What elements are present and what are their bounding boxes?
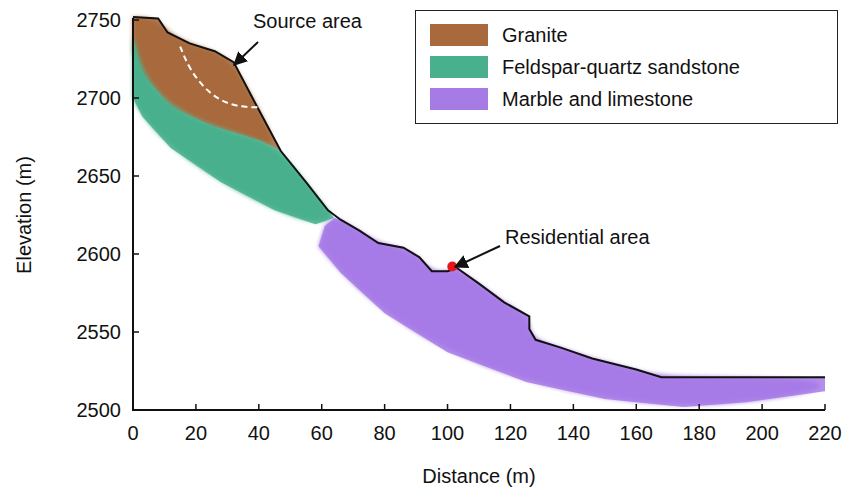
legend-swatch <box>430 88 488 110</box>
tick-label: 140 <box>557 422 590 444</box>
tick-label: 2750 <box>77 9 122 31</box>
legend-swatch <box>430 56 488 78</box>
legend-entry: Marble and limestone <box>430 83 837 115</box>
leader-arrow <box>234 42 258 65</box>
ground-profile <box>133 17 825 377</box>
axis-tick <box>761 404 763 410</box>
tick-label: 120 <box>494 422 527 444</box>
callout-label: Residential area <box>505 226 650 248</box>
tick-label: 220 <box>808 422 841 444</box>
axis-tick <box>258 404 260 410</box>
callout-label: Source area <box>253 10 362 32</box>
axis-line <box>133 18 825 410</box>
tick-label: 80 <box>374 422 396 444</box>
tick-label: 200 <box>745 422 778 444</box>
leader-arrow <box>455 246 500 267</box>
tick-label: 40 <box>248 422 270 444</box>
legend-text: Marble and limestone <box>502 88 693 111</box>
axis-title: Distance (m) <box>422 465 535 487</box>
tick-label: 2700 <box>77 87 122 109</box>
legend-text: Granite <box>502 24 568 47</box>
tick-label: 2500 <box>77 399 122 421</box>
tick-label: 2550 <box>77 321 122 343</box>
tick-label: 2650 <box>77 165 122 187</box>
axis-tick <box>636 404 638 410</box>
axis-tick <box>132 404 134 410</box>
tick-label: 20 <box>185 422 207 444</box>
tick-label: 2600 <box>77 243 122 265</box>
axis-tick <box>384 404 386 410</box>
axis-tick <box>195 404 197 410</box>
axis-tick <box>133 19 139 21</box>
legend-box: GraniteFeldspar-quartz sandstoneMarble a… <box>415 10 838 124</box>
axis-tick <box>133 175 139 177</box>
axis-tick <box>321 404 323 410</box>
tick-label: 0 <box>127 422 138 444</box>
legend-swatch <box>430 24 488 46</box>
axis-tick <box>133 97 139 99</box>
tick-label: 160 <box>620 422 653 444</box>
legend-entry: Granite <box>430 19 837 51</box>
axis-tick <box>698 404 700 410</box>
axis-tick <box>573 404 575 410</box>
tick-label: 60 <box>311 422 333 444</box>
slide-surface <box>180 47 259 108</box>
axis-tick <box>133 409 139 411</box>
axis-tick <box>133 331 139 333</box>
axis-tick <box>824 404 826 410</box>
tick-label: 100 <box>431 422 464 444</box>
legend-text: Feldspar-quartz sandstone <box>502 56 740 79</box>
axis-title: Elevation (m) <box>13 156 35 274</box>
tick-label: 180 <box>682 422 715 444</box>
axis-tick <box>133 253 139 255</box>
axis-tick <box>447 404 449 410</box>
axis-tick <box>510 404 512 410</box>
legend-entry: Feldspar-quartz sandstone <box>430 51 837 83</box>
